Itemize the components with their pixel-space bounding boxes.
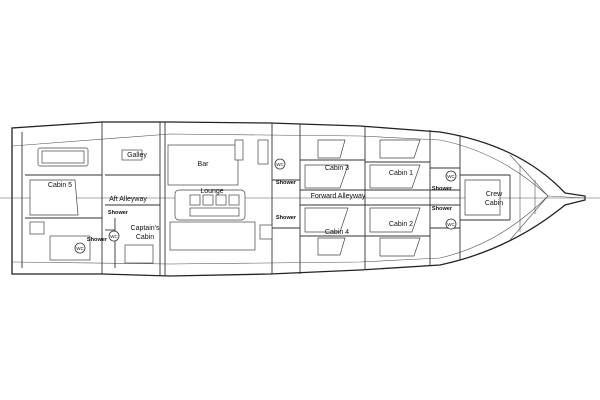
shower-fwd-lower-label: Shower — [432, 206, 453, 212]
wc-aft-label: WC — [76, 246, 84, 251]
wc-mid-label: WC — [276, 162, 284, 167]
cabin-3-label: Cabin 3 — [325, 165, 349, 172]
wc-captain: WC — [108, 230, 120, 242]
room-labels: Galley Bar Lounge Cabin 5 Aft Alleyway C… — [48, 152, 503, 241]
cabin-4-label: Cabin 4 — [325, 229, 349, 236]
wc-captain-label: WC — [110, 234, 118, 239]
wc-fwd-lower-label: WC — [447, 222, 455, 227]
crew-cabin-label-1: Crew — [486, 191, 503, 198]
captains-cabin-label-1: Captain's — [131, 225, 160, 232]
lounge-label: Lounge — [200, 188, 223, 195]
shower-aft-lower-label: Shower — [87, 237, 108, 243]
crew-cabin-label-2: Cabin — [485, 200, 503, 207]
furniture — [29, 139, 501, 264]
captains-cabin-label-2: Cabin — [136, 234, 154, 241]
wc-aft: WC — [74, 242, 86, 254]
shower-mid-upper-label: Shower — [276, 180, 297, 186]
wc-fixtures: WC WC WC WC WC — [74, 158, 457, 254]
cabin-2-label: Cabin 2 — [389, 221, 413, 228]
bulkheads — [21, 122, 511, 276]
shower-aft-upper-label: Shower — [108, 210, 129, 216]
bar-label: Bar — [198, 161, 210, 168]
cabin-1-label: Cabin 1 — [389, 170, 413, 177]
shower-labels: Shower Shower Shower Shower Shower Showe… — [87, 180, 453, 243]
galley-label: Galley — [127, 152, 147, 159]
cabin-5-label: Cabin 5 — [48, 182, 72, 189]
shower-mid-lower-label: Shower — [276, 215, 297, 221]
shower-fwd-upper-label: Shower — [432, 186, 453, 192]
wc-fwd-upper-label: WC — [447, 174, 455, 179]
forward-alleyway-label: Forward Alleyway — [311, 193, 366, 200]
wc-mid: WC — [274, 158, 286, 170]
aft-alleyway-label: Aft Alleyway — [109, 196, 147, 203]
wc-fwd-lower: WC — [445, 218, 457, 230]
wc-fwd-upper: WC — [445, 170, 457, 182]
